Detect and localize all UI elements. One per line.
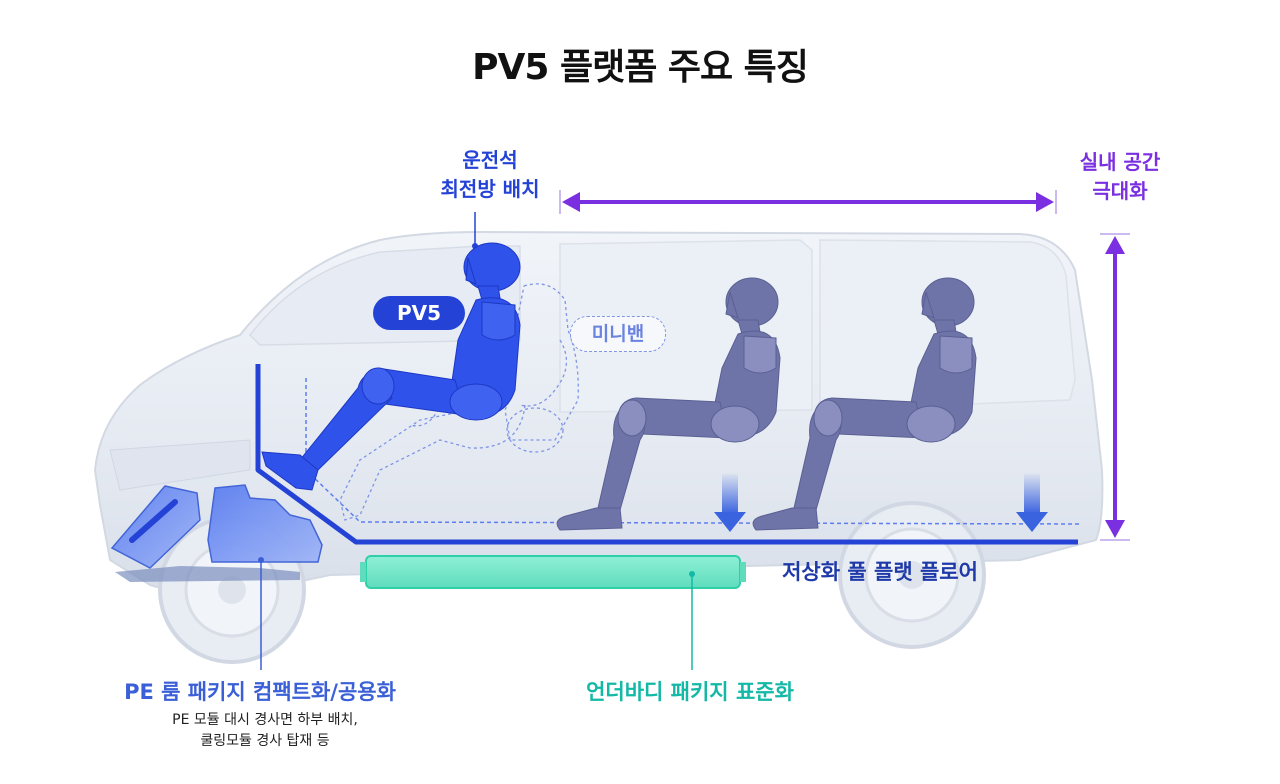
floor-down-arrow-2 (1016, 474, 1048, 532)
rear-wheel (838, 501, 986, 649)
driver-label-line1: 운전석 (462, 148, 518, 172)
interior-length-arrow (559, 190, 1057, 214)
flat-floor (255, 364, 1081, 545)
pv5-driver-figure (261, 242, 521, 491)
pv5-badge: PV5 (373, 296, 465, 330)
battery-pack (360, 555, 746, 589)
underbody-leader-dot (689, 571, 695, 577)
pe-room-label: PE 룸 패키지 컴팩트화/공용화 (124, 680, 396, 704)
pe-sub-line1: PE 모듈 대시 경사면 하부 배치, (172, 712, 358, 728)
page-title: PV5 플랫폼 주요 특징 (472, 47, 809, 88)
underbody-package-label: 언더바디 패키지 표준화 (586, 680, 794, 704)
flat-floor-label: 저상화 풀 플랫 플로어 (782, 560, 978, 584)
driver-label-line2: 최전방 배치 (440, 177, 540, 201)
space-label-line2: 극대화 (1092, 179, 1148, 203)
van-body (93, 230, 1104, 595)
passenger-figure-1 (556, 277, 781, 531)
floor-down-arrow-1 (714, 474, 746, 532)
pe-sub-line2: 쿨링모듈 경사 탑재 등 (200, 733, 330, 749)
space-label-line1: 실내 공간 (1079, 150, 1161, 174)
passenger-figure-2 (752, 277, 977, 531)
interior-height-arrow (1100, 233, 1130, 541)
pe-module-icon (110, 484, 323, 582)
driver-position-label: 운전석 최전방 배치 (390, 146, 590, 204)
pe-leader-dot (258, 557, 264, 563)
interior-space-label: 실내 공간 극대화 (1050, 148, 1190, 206)
minivan-badge: 미니밴 (570, 316, 666, 352)
pe-room-description: PE 모듈 대시 경사면 하부 배치, 쿨링모듈 경사 탑재 등 (130, 710, 400, 752)
